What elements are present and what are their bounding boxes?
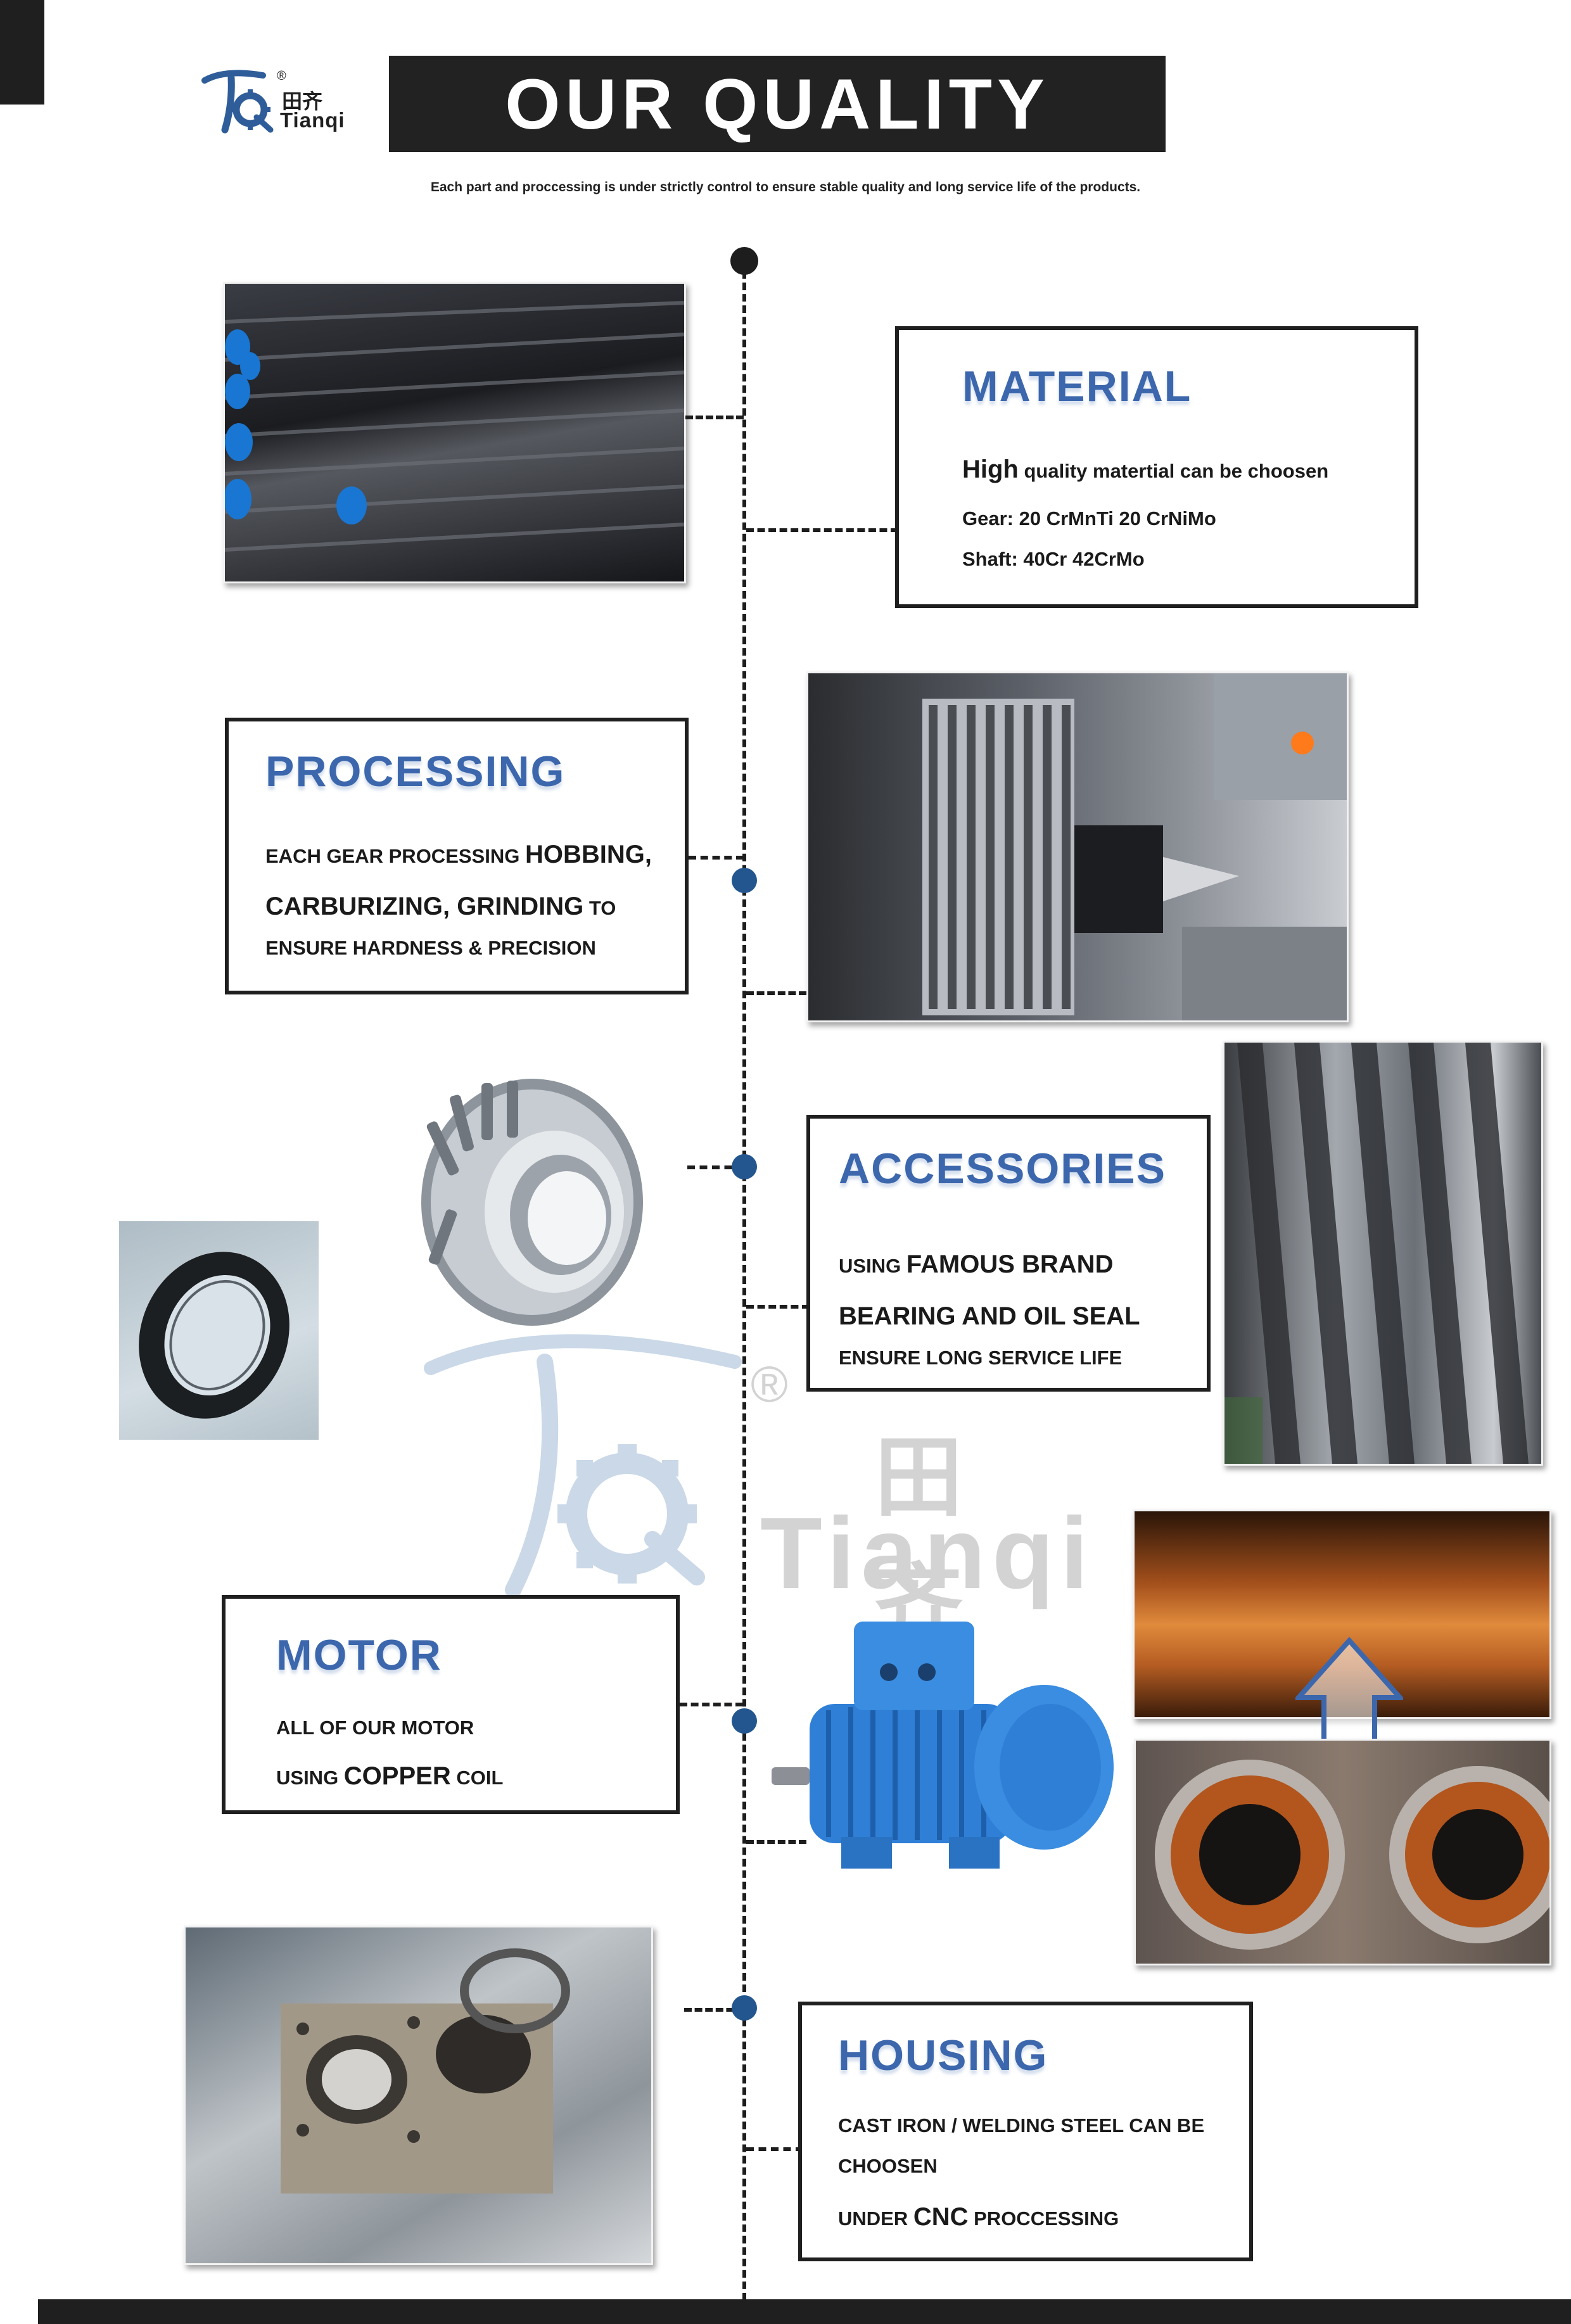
oil-seal-photo: [119, 1221, 319, 1440]
watermark-logo-icon: [424, 1334, 742, 1598]
accessories-connector-right: [746, 1305, 810, 1309]
housing-connector-right: [746, 2147, 803, 2151]
accessories-line-1: USING FAMOUS BRAND: [839, 1250, 1113, 1279]
processing-timeline-dot: [732, 868, 757, 893]
tianqi-watermark: ® 田齐 Tianqi: [418, 1324, 1088, 1658]
housing-line-3-bold: CNC: [913, 2203, 969, 2231]
housing-title: HOUSING: [838, 2031, 1048, 2080]
helical-gear-illustration: [1224, 1043, 1529, 1464]
accessories-connector-left: [687, 1165, 744, 1169]
steel-bars-illustration: [225, 301, 684, 552]
housing-box: HOUSING CAST IRON / WELDING STEEL CAN BE…: [798, 2002, 1253, 2261]
accessories-timeline-dot: [732, 1154, 757, 1179]
timeline-line: [742, 260, 746, 2312]
motor-connector-left: [680, 1703, 743, 1706]
housing-line-2: CHOOSEN: [838, 2155, 938, 2177]
accessories-title: ACCESSORIES: [839, 1145, 1166, 1193]
processing-line-2-bold: CARBURIZING, GRINDING: [265, 892, 584, 920]
material-line-3: Shaft: 40Cr 42CrMo: [962, 548, 1145, 570]
motor-stator-photo: [1134, 1739, 1551, 1965]
page-subtitle: Each part and proccessing is under stric…: [430, 180, 1141, 194]
motor-timeline-dot: [732, 1708, 757, 1734]
corner-tab: [0, 0, 44, 105]
motor-connector-right: [746, 1840, 806, 1844]
housing-line-1: CAST IRON / WELDING STEEL CAN BE: [838, 2114, 1205, 2137]
accessories-line-1-bold: FAMOUS BRAND: [906, 1250, 1114, 1278]
motor-line-2-rest: COIL: [450, 1767, 504, 1789]
logo-chinese-text: 田齐: [282, 89, 323, 113]
motor-title: MOTOR: [276, 1631, 442, 1679]
material-connector-right: [746, 528, 898, 532]
material-line-1-bold: High: [962, 455, 1019, 483]
electric-motor-illustration: [772, 1622, 1114, 1869]
processing-line-2-rest: TO: [583, 897, 616, 919]
gear-hobbing-illustration: [922, 673, 1347, 1020]
gear-hobbing-photo: [806, 671, 1349, 1022]
housing-connector-left: [684, 2008, 744, 2012]
motor-stator-illustration: [1155, 1760, 1549, 1950]
electric-motor-photo: [772, 1603, 1114, 1875]
accessories-line-3: ENSURE LONG SERVICE LIFE: [839, 1347, 1123, 1369]
gearbox-housing-illustration: [281, 1948, 570, 2194]
housing-line-3: UNDER CNC PROCCESSING: [838, 2203, 1119, 2232]
housing-line-3-pre: UNDER: [838, 2207, 913, 2230]
material-line-2: Gear: 20 CrMnTi 20 CrNiMo: [962, 507, 1216, 530]
brand-logo: ® 田齐 Tianqi: [200, 67, 352, 143]
roller-bearing-photo: [412, 1069, 652, 1335]
accessories-box: ACCESSORIES USING FAMOUS BRAND BEARING A…: [806, 1115, 1211, 1392]
motor-box: MOTOR ALL OF OUR MOTOR USING COPPER COIL: [222, 1595, 680, 1814]
watermark-registered-mark: ®: [751, 1356, 788, 1413]
registered-mark: ®: [277, 69, 286, 83]
motor-line-1: ALL OF OUR MOTOR: [276, 1717, 474, 1739]
processing-line-2: CARBURIZING, GRINDING TO: [265, 892, 616, 921]
helical-gear-photo: [1223, 1041, 1543, 1466]
processing-line-1-pre: EACH GEAR PROCESSING: [265, 845, 525, 867]
material-line-1: High quality matertial can be choosen: [962, 455, 1328, 484]
accessories-line-2: BEARING AND OIL SEAL: [839, 1302, 1140, 1331]
logo-mark-icon: [201, 70, 274, 134]
motor-line-2-pre: USING: [276, 1767, 344, 1789]
oil-seal-illustration: [139, 1252, 289, 1419]
processing-connector-left: [689, 856, 744, 860]
gearbox-housing-photo: [184, 1926, 653, 2265]
title-banner: OUR QUALITY: [389, 56, 1166, 152]
material-line-1-rest: quality matertial can be choosen: [1018, 460, 1329, 482]
material-box: MATERIAL High quality matertial can be c…: [895, 326, 1418, 608]
processing-box: PROCESSING EACH GEAR PROCESSING HOBBING,…: [225, 718, 689, 994]
processing-line-1-bold: HOBBING,: [525, 841, 652, 868]
watermark-english-text: Tianqi: [760, 1496, 1095, 1610]
timeline-start-dot: [730, 247, 758, 275]
processing-connector-right: [746, 991, 806, 995]
accessories-line-2-bold: BEARING AND OIL SEAL: [839, 1302, 1140, 1330]
material-connector-left: [685, 416, 744, 419]
material-title: MATERIAL: [962, 362, 1192, 410]
motor-line-2-bold: COPPER: [343, 1762, 451, 1790]
housing-line-3-rest: PROCCESSING: [968, 2207, 1119, 2230]
logo-english-text: Tianqi: [280, 108, 345, 132]
roller-bearing-illustration: [421, 1079, 643, 1326]
housing-timeline-dot: [732, 1995, 757, 2021]
page-title: OUR QUALITY: [505, 64, 1050, 144]
accessories-line-1-pre: USING: [839, 1255, 906, 1277]
processing-line-1: EACH GEAR PROCESSING HOBBING,: [265, 841, 652, 869]
bottom-bar: [38, 2299, 1571, 2324]
steel-bars-photo: [223, 282, 686, 583]
processing-title: PROCESSING: [265, 747, 566, 796]
processing-line-3: ENSURE HARDNESS & PRECISION: [265, 937, 596, 959]
motor-line-2: USING COPPER COIL: [276, 1762, 503, 1791]
